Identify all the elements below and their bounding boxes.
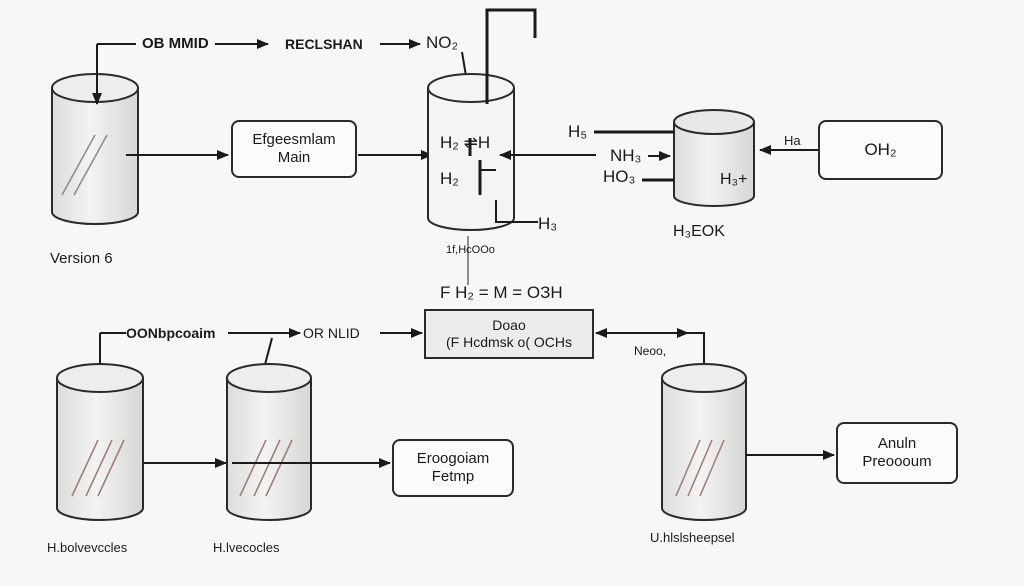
reaction-main-line-2: Main <box>277 149 311 166</box>
anuln-line-2: Preoooum <box>862 453 932 470</box>
cylinder-bottom-right <box>661 363 747 521</box>
top-flow-label-2: RECLSHAN <box>285 36 363 52</box>
right-vessel-label-3: HO₃ <box>603 167 636 186</box>
eroggolam-line-1: Eroogoiam <box>416 450 490 467</box>
center-vessel-label-h3: H₃ <box>538 214 558 233</box>
cylinder-bottom-mid <box>226 363 312 521</box>
center-box: Doao (F Hcdmsk o( OCHs <box>424 309 594 359</box>
cylinder-top-left-caption: Version 6 <box>50 250 113 267</box>
oh-box: OH₂ <box>818 120 943 180</box>
cylinder-bottom-left-caption: H.bolvevccles <box>47 540 128 555</box>
center-box-line-2: (F Hcdmsk o( OCHs <box>446 334 572 350</box>
anuln-box: Anuln Preoooum <box>836 422 958 484</box>
center-vessel-label-below: 1f,HcOOo <box>446 244 495 256</box>
right-vessel-inner-label: H₃+ <box>720 171 748 188</box>
center-vessel-label-top: H₂ ⇌H <box>440 133 491 152</box>
eroggolam-line-2: Fetmp <box>431 468 475 485</box>
anuln-line-1: Anuln <box>877 435 917 452</box>
middle-flow-label-3: Neoo, <box>634 344 667 358</box>
cylinder-top-left <box>51 73 139 225</box>
middle-flow-arrows <box>95 328 709 393</box>
center-vessel-label-bottom: H₂ <box>440 169 459 188</box>
top-flow-label-3: NO₂ <box>426 33 459 52</box>
middle-flow-label-1: OONbpcoaim <box>126 325 216 341</box>
center-box-line-1: Doao <box>492 317 526 334</box>
right-vessel-label-1: H₅ <box>568 122 588 141</box>
cylinder-bottom-right-caption: U.hlslsheepsel <box>650 530 735 545</box>
reaction-main-box: Efgeesmlam Main <box>231 120 357 178</box>
middle-flow-label-2: OR NLID <box>303 325 360 341</box>
right-vessel-caption: H₃EOK <box>673 223 725 240</box>
eroggolam-box: Eroogoiam Fetmp <box>392 439 514 497</box>
right-vessel-label-2: NH₃ <box>610 146 642 165</box>
right-vessel <box>594 109 818 207</box>
reaction-main-line-1: Efgeesmlam <box>252 131 336 148</box>
cylinder-bottom-mid-caption: H.lvecocles <box>213 540 280 555</box>
cylinder-bottom-left <box>56 363 144 521</box>
center-equation: F H₂ = M = OЗH <box>440 283 563 302</box>
right-vessel-right-label: Ha <box>784 133 801 148</box>
top-flow-arrows <box>92 39 474 105</box>
oh-box-text: OH₂ <box>864 139 897 159</box>
center-vessel <box>427 8 538 285</box>
top-flow-label-1: OB MMID <box>142 35 209 52</box>
